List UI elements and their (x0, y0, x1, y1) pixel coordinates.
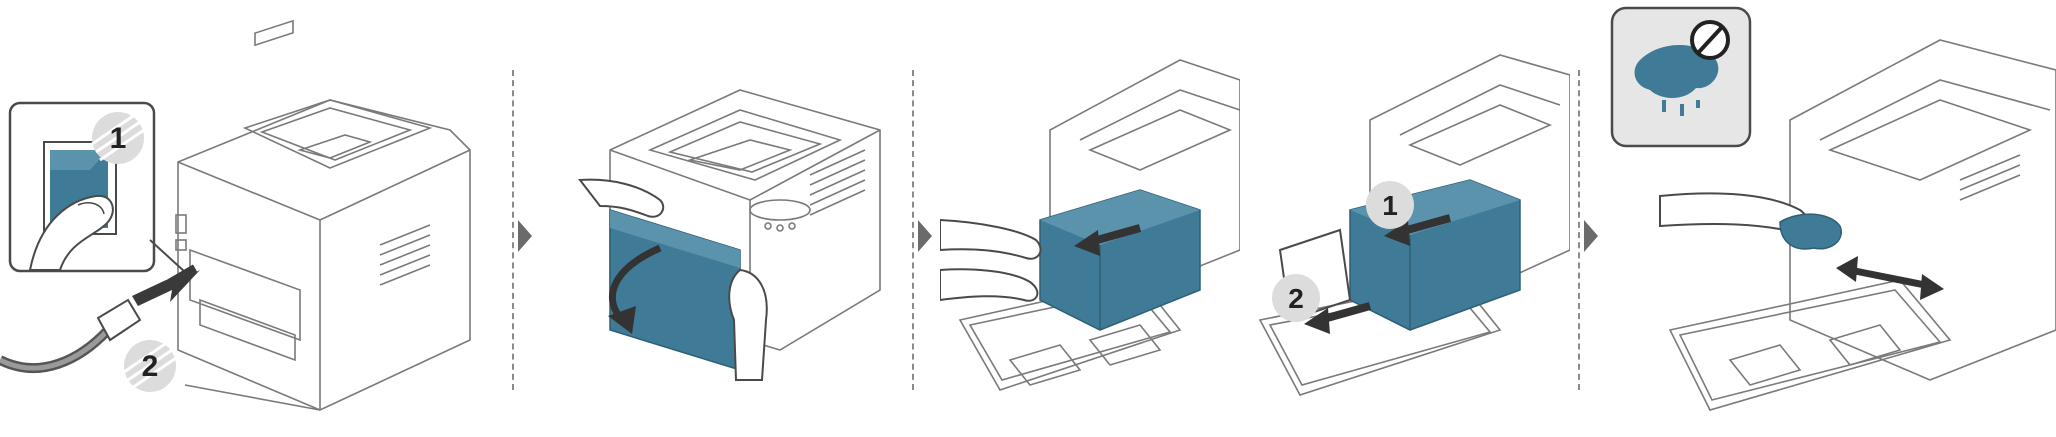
triangle-right-icon (1584, 220, 1598, 252)
step-number-badge: 2 (123, 340, 177, 392)
step-number-2: 2 (142, 350, 159, 383)
step-divider (512, 70, 514, 390)
step-1-illustration: 1 2 (0, 19, 471, 411)
wet-cloth-icon (1634, 45, 1719, 98)
hand-right (728, 268, 768, 381)
hand-left (578, 178, 665, 218)
triangle-right-icon (918, 220, 932, 252)
step-4-illustration: 1 2 (1258, 54, 1571, 396)
step-4-panel: 1 2 (1240, 0, 1571, 432)
step-number-1: 1 (110, 122, 127, 155)
step-5-illustration (1610, 6, 2056, 411)
prohibited-icon (1690, 20, 1730, 60)
step-number-badge: 1 (91, 112, 145, 164)
step-number-1: 1 (1382, 190, 1398, 221)
wipe-arrow (1836, 256, 1944, 300)
step-3-illustration (939, 59, 1241, 391)
printer-open (1668, 39, 2056, 411)
step-number-badge: 1 (1366, 181, 1414, 229)
triangle-right-icon (518, 220, 532, 252)
power-cable (0, 298, 142, 373)
printer-rear (175, 19, 471, 411)
step-divider (1578, 70, 1580, 390)
hand-left (939, 218, 1042, 260)
no-water-warning (1610, 6, 1752, 148)
step-number-badge: 2 (1272, 274, 1320, 322)
step-divider (912, 70, 914, 390)
step-2-panel (540, 0, 910, 432)
toner-cartridge (1039, 189, 1201, 331)
dry-cloth (1779, 213, 1843, 250)
step-1-panel: 1 2 (0, 0, 510, 432)
step-2-illustration (578, 89, 881, 381)
step-5-panel (1600, 0, 2056, 432)
step-number-2: 2 (1288, 283, 1304, 314)
hand-right (939, 268, 1039, 302)
step-3-panel (939, 0, 1241, 432)
